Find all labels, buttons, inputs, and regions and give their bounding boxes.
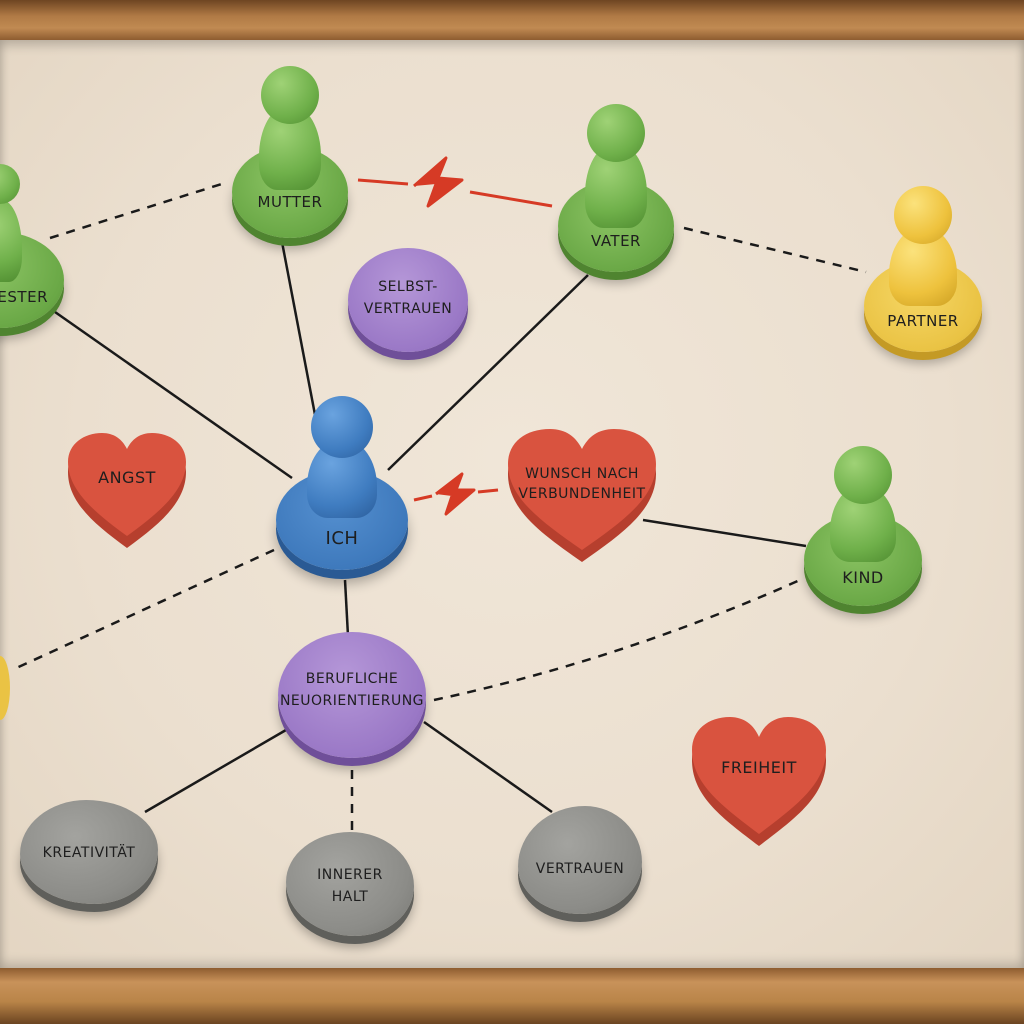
conflict-line-ich-wunsch-a [413, 494, 433, 502]
line-vater-ich [387, 274, 589, 471]
figure-label-vater: VATER [591, 232, 641, 250]
figure-label-partner: PARTNER [887, 312, 959, 330]
stone-kreativitaet[interactable]: KREATIVITÄT [20, 800, 158, 904]
dashed-neuorientierung-kind [433, 578, 801, 702]
heart-shape-icon [68, 433, 186, 548]
disc-label-selbstvertrauen-1: SELBST- [378, 279, 438, 295]
conflict-line-mutter-vater-a [357, 178, 409, 186]
figure-kind[interactable]: KIND [804, 446, 922, 622]
figure-mutter[interactable]: MUTTER [232, 66, 348, 246]
line-wunsch-kind [642, 518, 807, 548]
figure-ich[interactable]: ICH [276, 396, 408, 582]
stone-label-innerer-halt-1: INNERER [317, 867, 383, 883]
board-frame-top [0, 0, 1024, 40]
heart-label-wunsch-1: WUNSCH NACH [525, 466, 639, 482]
figure-label-mutter: MUTTER [257, 193, 323, 211]
disc-berufliche-neuorientierung[interactable]: BERUFLICHE NEUORIENTIERUNG [278, 632, 426, 758]
conflict-line-mutter-vater-b [469, 190, 553, 208]
heart-shape-icon [692, 717, 826, 846]
heart-wunsch-nach-verbundenheit[interactable]: WUNSCH NACH VERBUNDENHEIT [504, 426, 660, 564]
line-mutter-ich [280, 241, 318, 421]
conflict-bolt-ich-wunsch [435, 472, 476, 516]
board-frame-bottom [0, 968, 1024, 1024]
figure-schwester[interactable]: VESTER [0, 150, 64, 340]
stone-label-vertrauen: VERTRAUEN [535, 861, 625, 877]
heart-angst[interactable]: ANGST [64, 430, 190, 550]
conflict-line-ich-wunsch-b [477, 488, 499, 494]
dashed-ich-left [11, 548, 275, 672]
disc-label-neuorientierung-1: BERUFLICHE [305, 671, 399, 687]
heart-shape-icon [508, 429, 656, 562]
stone-label-kreativitaet: KREATIVITÄT [42, 845, 136, 861]
disc-selbstvertrauen[interactable]: SELBST- VERTRAUEN [348, 248, 468, 352]
line-ich-neuorientierung [343, 579, 350, 637]
disc-label-neuorientierung-2: NEUORIENTIERUNG [279, 693, 425, 709]
stone-innerer-halt[interactable]: INNERER HALT [286, 832, 414, 936]
line-schwester-ich [54, 310, 293, 480]
dashed-schwester-mutter [49, 180, 229, 240]
stone-vertrauen[interactable]: VERTRAUEN [518, 806, 642, 914]
figure-label-schwester: VESTER [0, 288, 48, 306]
heart-label-freiheit: FREIHEIT [721, 758, 797, 777]
figure-label-ich: ICH [325, 528, 359, 549]
heart-label-angst: ANGST [98, 468, 156, 487]
stone-label-innerer-halt-2: HALT [331, 889, 369, 905]
figure-vater[interactable]: VATER [558, 104, 674, 284]
heart-freiheit[interactable]: FREIHEIT [688, 714, 830, 848]
line-neuorientierung-vertrauen [423, 720, 553, 814]
figure-label-kind: KIND [842, 568, 884, 587]
partial-yellow-base [0, 656, 10, 720]
disc-label-selbstvertrauen-2: VERTRAUEN [363, 301, 453, 317]
dashed-vater-partner [683, 226, 867, 274]
conflict-bolt-mutter-vater [413, 156, 464, 208]
heart-label-wunsch-2: VERBUNDENHEIT [518, 486, 646, 502]
figure-partner[interactable]: PARTNER [864, 186, 982, 366]
line-neuorientierung-kreativitaet [144, 728, 287, 814]
